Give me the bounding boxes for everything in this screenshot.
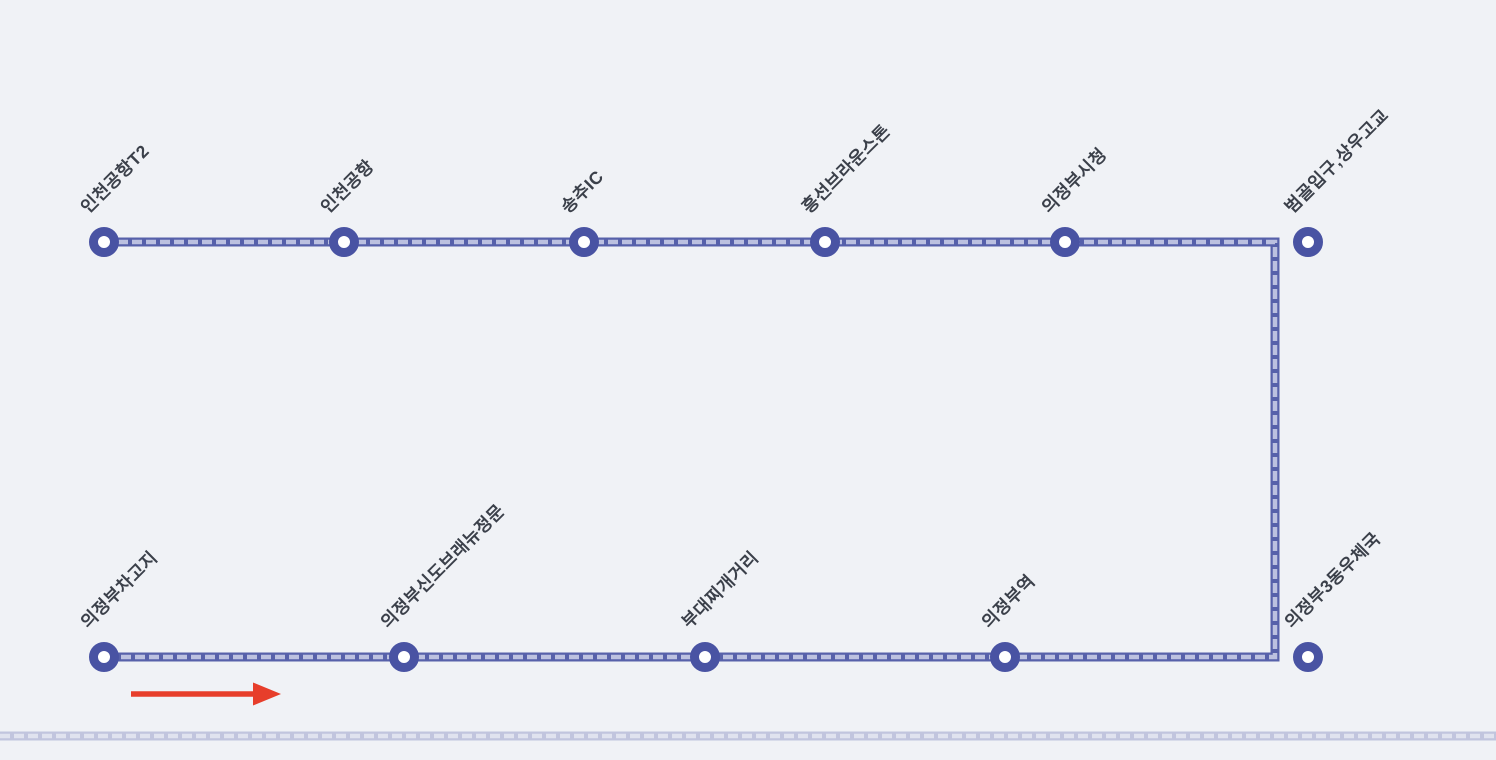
stop-marker[interactable] [690, 642, 720, 672]
stop-marker[interactable] [389, 642, 419, 672]
direction-arrow [131, 682, 281, 706]
direction-arrow-head [253, 682, 281, 706]
stop-marker[interactable] [1293, 227, 1323, 257]
stop-marker[interactable] [569, 227, 599, 257]
stop-marker[interactable] [810, 227, 840, 257]
route-line-dashes [104, 239, 1278, 660]
stop-marker[interactable] [990, 642, 1020, 672]
stop-marker[interactable] [329, 227, 359, 257]
stop-marker[interactable] [89, 642, 119, 672]
stop-marker[interactable] [1050, 227, 1080, 257]
stop-marker[interactable] [89, 227, 119, 257]
stop-marker[interactable] [1293, 642, 1323, 672]
route-line [104, 237, 1280, 662]
stops-layer [89, 227, 1323, 672]
